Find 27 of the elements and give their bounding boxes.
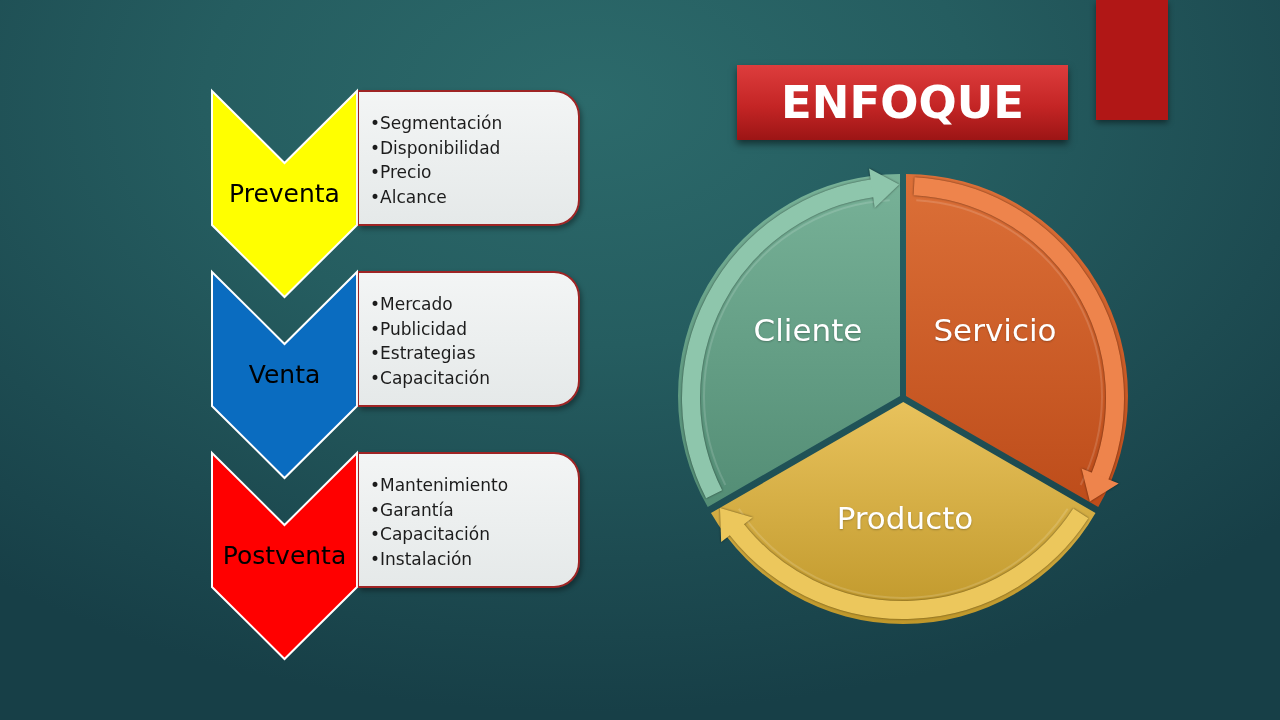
bullet-list-panel bbox=[358, 452, 580, 588]
list-item: •Capacitación bbox=[370, 366, 490, 390]
list-item: •Mercado bbox=[370, 293, 453, 316]
chevron-step bbox=[211, 271, 358, 479]
segment-label: Cliente bbox=[753, 312, 863, 350]
segment-label: Producto bbox=[836, 500, 974, 538]
list-item: •Capacitación bbox=[370, 523, 490, 546]
chevron-step bbox=[211, 452, 358, 660]
stage-label: Preventa bbox=[229, 179, 340, 209]
list-item: •Instalación bbox=[370, 547, 473, 571]
stage-label: Postventa bbox=[222, 541, 347, 571]
cycle-segment bbox=[710, 402, 1096, 624]
stage-label: Venta bbox=[248, 360, 321, 390]
bullet-list-panel bbox=[358, 271, 580, 407]
segment-label: Servicio bbox=[933, 312, 1057, 350]
list-item: •Garantía bbox=[370, 498, 454, 522]
cycle-arrow bbox=[720, 508, 1089, 619]
chevron-step bbox=[211, 90, 358, 298]
list-item: •Publicidad bbox=[370, 317, 468, 341]
title-banner: ENFOQUE bbox=[737, 65, 1068, 140]
list-item: •Alcance bbox=[370, 185, 447, 209]
list-item: •Estrategias bbox=[370, 342, 476, 365]
list-item: •Precio bbox=[370, 161, 432, 184]
list-item: •Mantenimiento bbox=[370, 474, 509, 497]
bullet-list-panel bbox=[358, 90, 580, 226]
list-item: •Segmentación bbox=[370, 112, 503, 135]
list-item: •Disponibilidad bbox=[370, 136, 501, 160]
